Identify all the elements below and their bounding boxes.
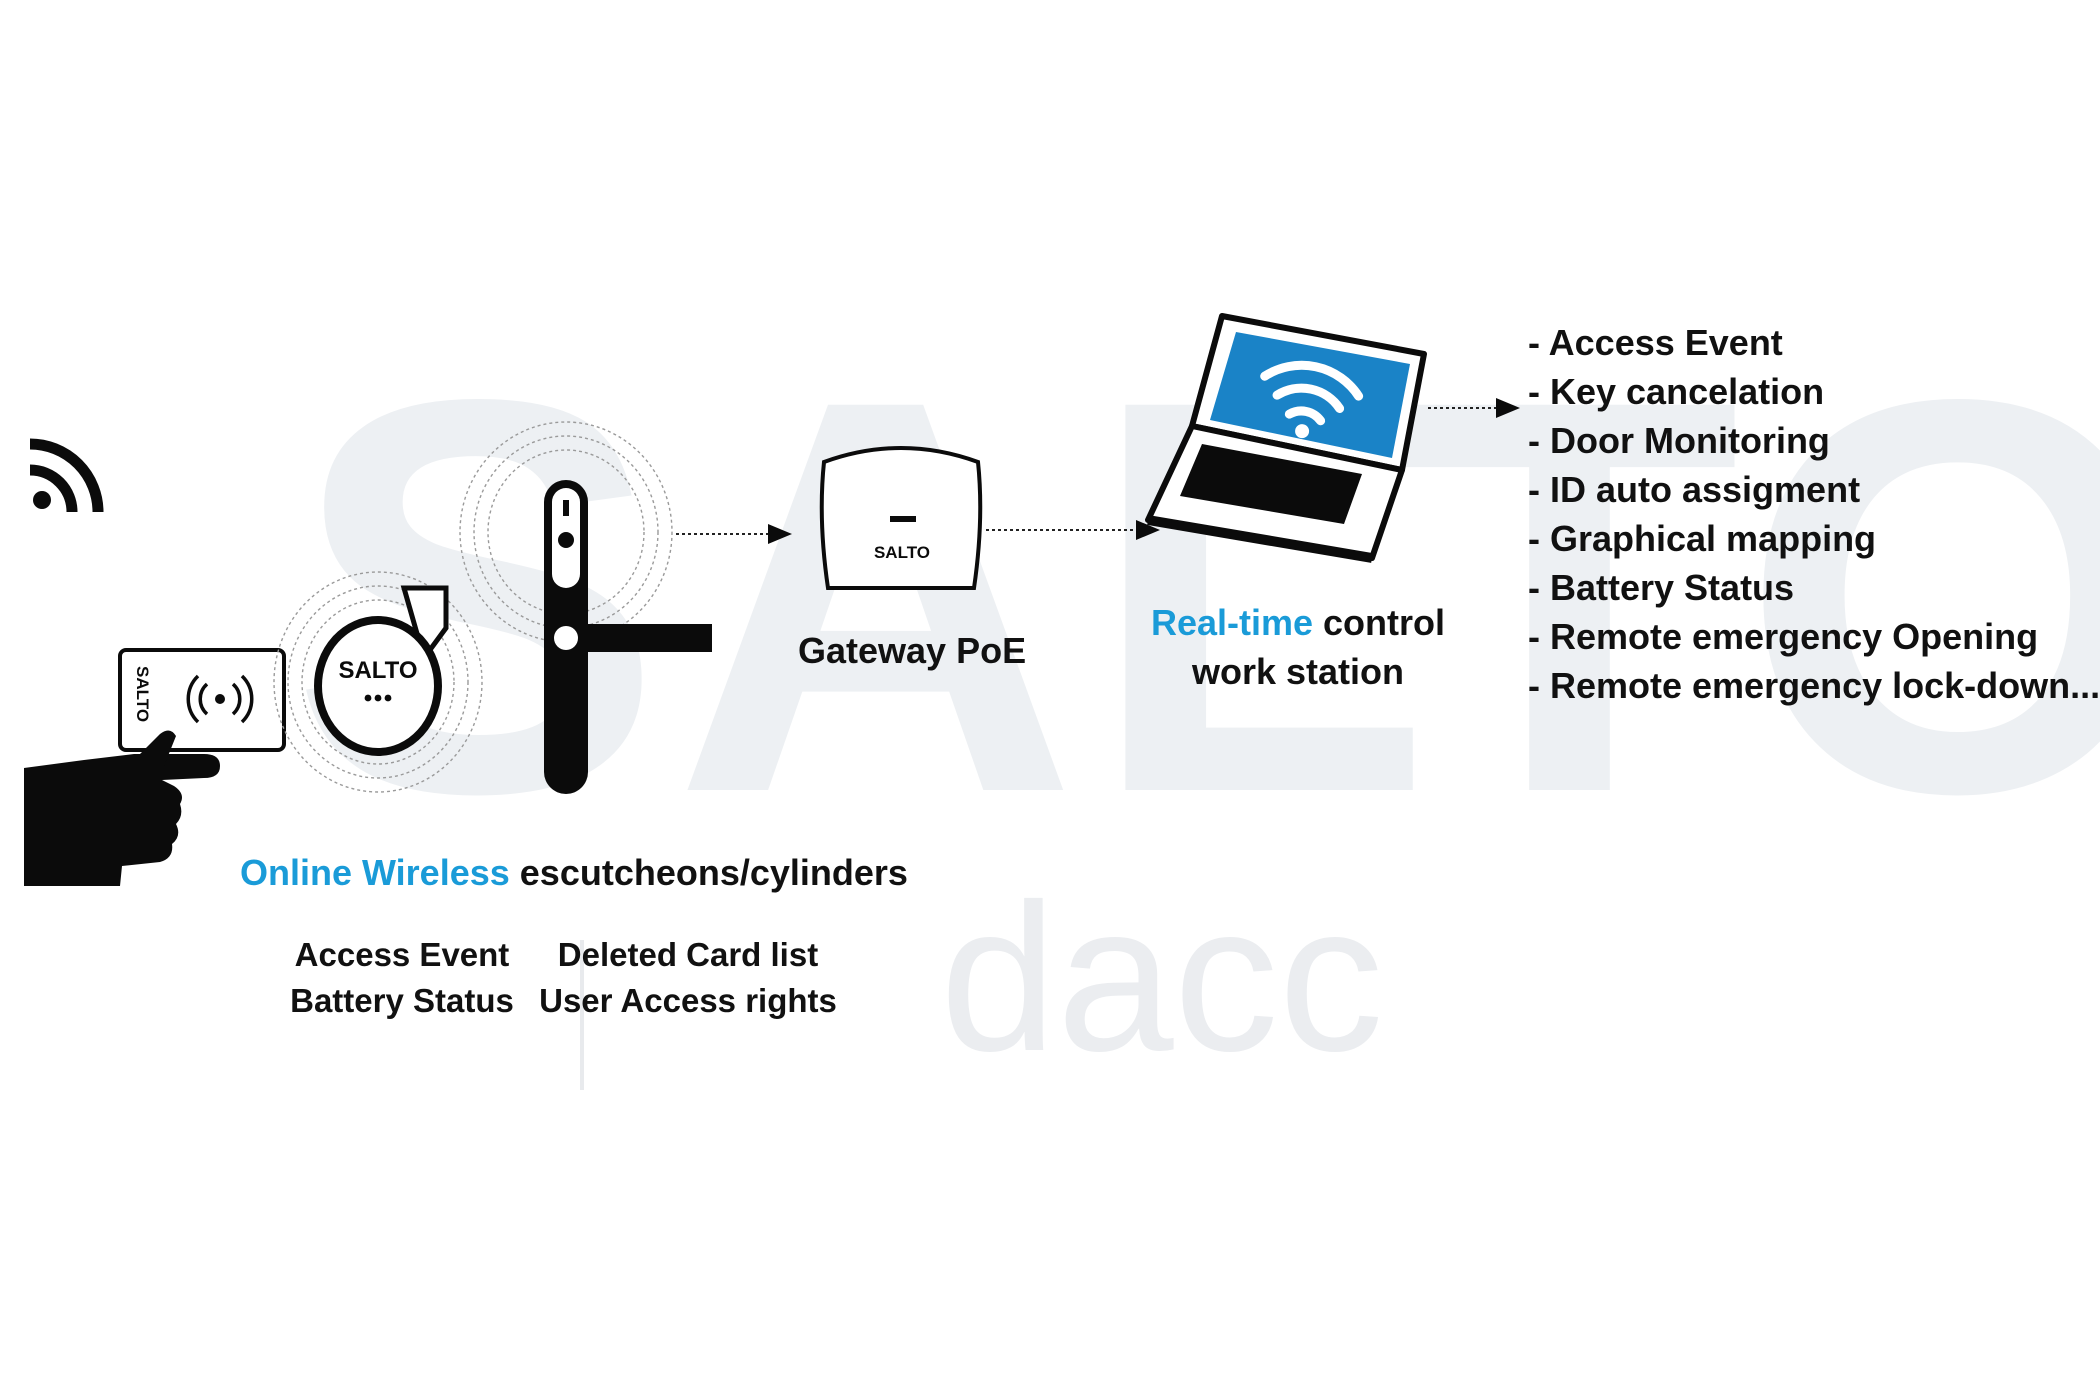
key-fob-icon [314,616,442,756]
feature-item: - Door Monitoring [1528,420,1830,461]
hand-icon [24,730,220,886]
feature-list: - Access Event - Key cancelation - Door … [1528,318,2100,710]
watermark-sub-text: dacc [940,860,1384,1095]
wifi-icon [1260,360,1364,439]
fob-signal-rings [273,571,483,793]
feature-item: - Key cancelation [1528,371,1825,412]
arrow-right-icon [676,524,792,544]
arrow-right-icon [986,520,1160,540]
access-card: SALTO [118,648,286,752]
laptop-icon [1145,313,1427,563]
workstation-label: Real-time control work station [1128,598,1468,696]
devices-info-item: User Access rights [539,982,837,1019]
arrow-right-icon [1428,398,1520,418]
card-contactless-icon [186,674,254,724]
feature-item: - ID auto assigment [1528,469,1861,510]
feature-item: - Access Event [1528,322,1783,363]
feature-item: - Graphical mapping [1528,518,1877,559]
devices-info-item: Deleted Card list [557,936,819,973]
devices-label-highlight: Online Wireless [240,852,510,893]
watermark-brand-text: SALTO [290,283,2100,909]
devices-info-item: Battery Status [290,982,514,1019]
devices-info-left: Access Event Battery Status [272,932,532,1024]
card-brand-text: SALTO [133,666,152,723]
fob-brand-text: SALTO [338,657,417,684]
devices-info-item: Access Event [294,936,510,973]
wireless-signal-icon [29,438,104,513]
gateway-brand-text: SALTO [874,543,930,562]
workstation-label-highlight: Real-time [1150,602,1314,643]
workstation-label-line2: work station [1191,651,1405,692]
feature-item: - Remote emergency Opening [1528,616,2039,657]
door-lever [566,624,712,652]
feature-item: - Remote emergency lock-down... [1528,665,2100,706]
key-fob-group: SALTO [273,571,483,793]
devices-label: Online Wireless escutcheons/cylinders [240,852,908,894]
gateway-label: Gateway PoE [798,630,1027,671]
workstation-label-rest: control [1313,602,1446,643]
gateway-icon: SALTO [819,446,983,590]
feature-item: - Battery Status [1528,567,1795,608]
devices-info-right: Deleted Card list User Access rights [538,932,838,1024]
devices-label-rest: escutcheons/cylinders [509,852,908,893]
door-handle-group [459,421,712,794]
